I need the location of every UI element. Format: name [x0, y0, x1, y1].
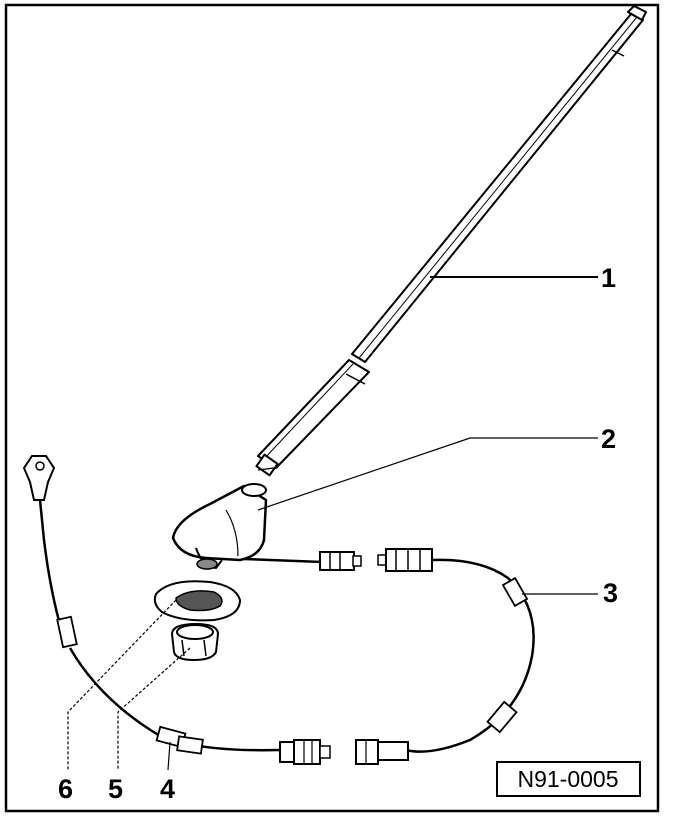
diagram-border [4, 3, 660, 813]
clamp-nut-icon [170, 622, 220, 662]
figure-number-box [496, 761, 641, 797]
callout-3: 3 [603, 578, 618, 608]
figure-number: N91-0005 [517, 766, 618, 792]
callout-5: 5 [108, 774, 123, 804]
antenna-base-icon [171, 483, 268, 570]
callout-4: 4 [160, 774, 175, 804]
leader-lines [67, 276, 598, 771]
seal-gasket-icon [153, 580, 242, 622]
callout-2: 2 [601, 424, 616, 454]
antenna-cable-icon [243, 548, 535, 765]
callout-1: 1 [601, 263, 616, 293]
ground-cable-icon [22, 455, 331, 765]
callout-6: 6 [58, 774, 73, 804]
antenna-mast-icon [255, 5, 647, 477]
